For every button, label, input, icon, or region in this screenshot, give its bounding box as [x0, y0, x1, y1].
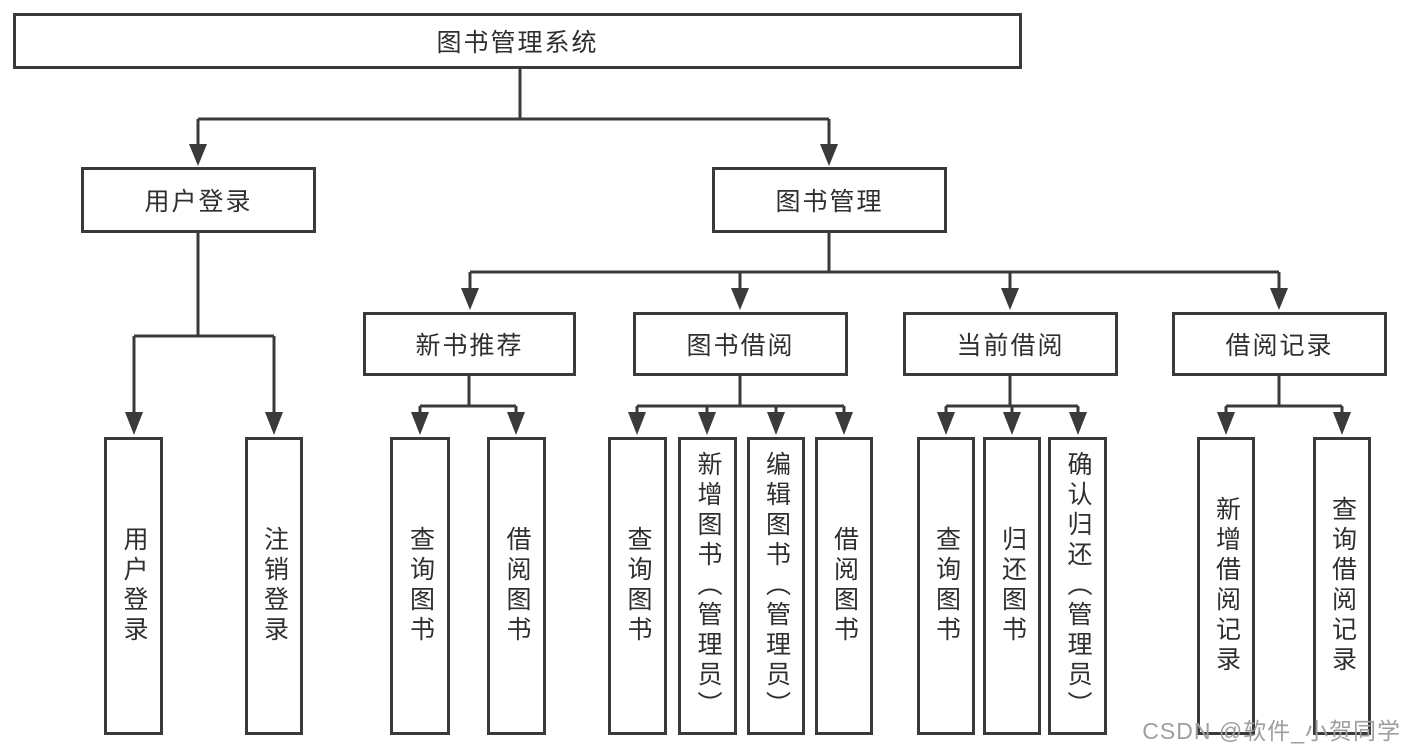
- node-logout-action: 注销登录: [245, 437, 303, 735]
- node-root: 图书管理系统: [13, 13, 1022, 69]
- node-current-borrowing: 当前借阅: [903, 312, 1118, 376]
- node-user-login-action: 用户登录: [104, 437, 163, 735]
- node-book-management-label: 图书管理: [775, 188, 884, 216]
- node-borrow-books-recommend: 借阅图书: [487, 437, 546, 735]
- node-new-book-recommendation: 新书推荐: [363, 312, 576, 376]
- node-add-books-admin-label: 新增图书（管理员）: [694, 451, 722, 721]
- arrowhead: [835, 412, 853, 435]
- arrowhead: [731, 288, 749, 310]
- node-book-borrowing: 图书借阅: [633, 312, 848, 376]
- node-add-borrow-record-label: 新增借阅记录: [1212, 496, 1241, 676]
- node-edit-books-admin: 编辑图书（管理员）: [747, 437, 805, 735]
- node-query-books-current: 查询图书: [917, 437, 975, 735]
- arrowhead: [698, 412, 716, 435]
- node-query-books-current-label: 查询图书: [932, 526, 961, 646]
- arrowhead: [937, 412, 955, 435]
- arrowhead: [461, 288, 479, 310]
- node-return-books: 归还图书: [983, 437, 1041, 735]
- arrowhead: [1001, 288, 1019, 310]
- arrowhead: [411, 412, 429, 435]
- node-borrow-books-recommend-label: 借阅图书: [503, 526, 531, 646]
- node-borrowing-records-label: 借阅记录: [1225, 332, 1334, 360]
- node-borrow-books-label: 借阅图书: [830, 526, 859, 646]
- node-user-login-action-label: 用户登录: [120, 526, 148, 646]
- node-edit-books-admin-label: 编辑图书（管理员）: [762, 451, 791, 721]
- node-root-label: 图书管理系统: [436, 29, 599, 57]
- arrowhead: [1270, 288, 1288, 310]
- node-user-login-label: 用户登录: [144, 188, 253, 216]
- arrowhead: [265, 412, 283, 435]
- node-add-books-admin: 新增图书（管理员）: [678, 437, 737, 735]
- csdn-watermark: CSDN @软件_小贺同学: [1142, 718, 1401, 744]
- arrowhead: [1333, 412, 1351, 435]
- arrowhead: [628, 412, 646, 435]
- node-query-borrow-record-label: 查询借阅记录: [1328, 496, 1357, 676]
- node-query-books-recommend: 查询图书: [390, 437, 450, 735]
- node-logout-action-label: 注销登录: [260, 526, 289, 646]
- arrowhead: [507, 412, 525, 435]
- arrowhead: [767, 412, 785, 435]
- arrowhead: [820, 144, 838, 166]
- arrowhead: [1217, 412, 1235, 435]
- node-new-book-recommendation-label: 新书推荐: [415, 332, 524, 360]
- node-book-borrowing-label: 图书借阅: [686, 332, 795, 360]
- node-book-management: 图书管理: [712, 167, 947, 233]
- arrowhead: [1003, 412, 1021, 435]
- node-user-login: 用户登录: [81, 167, 316, 233]
- node-query-books-recommend-label: 查询图书: [406, 526, 435, 646]
- node-return-books-label: 归还图书: [998, 526, 1027, 646]
- node-query-books-borrowing: 查询图书: [608, 437, 667, 735]
- node-borrowing-records: 借阅记录: [1172, 312, 1387, 376]
- node-confirm-return-admin: 确认归还（管理员）: [1048, 437, 1107, 735]
- node-current-borrowing-label: 当前借阅: [956, 332, 1065, 360]
- node-confirm-return-admin-label: 确认归还（管理员）: [1064, 451, 1092, 721]
- arrowhead: [125, 412, 143, 435]
- node-query-books-borrowing-label: 查询图书: [624, 526, 652, 646]
- node-borrow-books: 借阅图书: [815, 437, 873, 735]
- node-query-borrow-record: 查询借阅记录: [1313, 437, 1371, 735]
- arrowhead: [1069, 412, 1087, 435]
- arrowhead: [189, 144, 207, 166]
- node-add-borrow-record: 新增借阅记录: [1197, 437, 1255, 735]
